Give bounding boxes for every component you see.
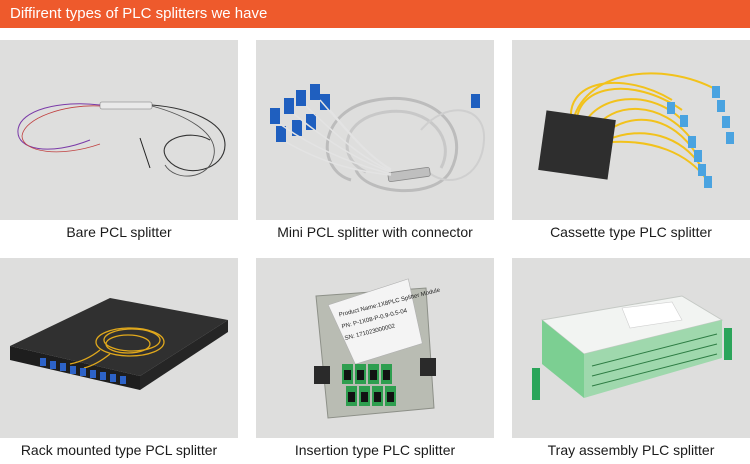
- product-card-cassette[interactable]: Cassette type PLC splitter: [512, 40, 750, 244]
- product-card-tray[interactable]: Tray assembly PLC splitter: [512, 258, 750, 462]
- product-caption-cassette: Cassette type PLC splitter: [550, 224, 712, 240]
- product-caption-tray: Tray assembly PLC splitter: [547, 442, 715, 458]
- insertion-splitter-illustration: Product Name:1X8PLC Splitter Module PN: …: [314, 278, 441, 419]
- product-photo-tray: [512, 258, 750, 438]
- bare-splitter-illustration: [17, 101, 226, 177]
- product-card-mini[interactable]: Mini PCL splitter with connector: [256, 40, 494, 244]
- product-card-insertion[interactable]: Product Name:1X8PLC Splitter Module PN: …: [256, 258, 494, 462]
- rack-splitter-illustration: [10, 298, 228, 390]
- tray-splitter-illustration: [532, 295, 732, 400]
- product-card-bare[interactable]: Bare PCL splitter: [0, 40, 238, 244]
- product-photo-rack: [0, 258, 238, 438]
- product-caption-insertion: Insertion type PLC splitter: [294, 442, 456, 458]
- product-photo-cassette: [512, 40, 750, 220]
- banner-title: Diffirent types of PLC splitters we have: [10, 5, 268, 22]
- mini-splitter-illustration: [270, 84, 486, 193]
- product-photo-bare: [0, 40, 238, 220]
- product-caption-rack: Rack mounted type PCL splitter: [20, 442, 218, 458]
- product-card-rack[interactable]: Rack mounted type PCL splitter: [0, 258, 238, 462]
- product-caption-mini: Mini PCL splitter with connector: [277, 224, 473, 240]
- product-photo-mini: [256, 40, 494, 220]
- cassette-splitter-illustration: [538, 72, 734, 188]
- product-caption-bare: Bare PCL splitter: [66, 224, 172, 240]
- page-banner: Diffirent types of PLC splitters we have: [0, 0, 750, 28]
- product-photo-insertion: Product Name:1X8PLC Splitter Module PN: …: [256, 258, 494, 438]
